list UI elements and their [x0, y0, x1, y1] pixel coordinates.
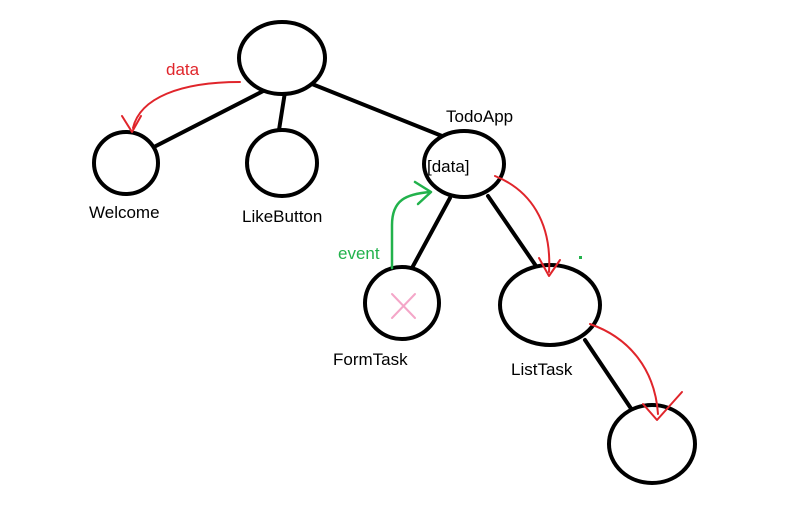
tree-nodes	[92, 20, 697, 485]
data-arrow-todoapp-to-listtask	[494, 175, 551, 273]
data-arrow-listtask-to-leaf	[589, 323, 659, 415]
root-node	[237, 20, 327, 96]
arrowhead-welcome	[121, 115, 142, 133]
event-arrow-formtask-to-todoapp	[390, 190, 432, 270]
todoapp-data-label: [data]	[427, 157, 470, 176]
likebutton-label: LikeButton	[242, 207, 322, 226]
arrowhead-listtask	[538, 257, 561, 277]
green-dot	[579, 256, 582, 259]
leaf-node	[607, 403, 697, 485]
event-label: event	[338, 244, 380, 263]
todoapp-label: TodoApp	[446, 107, 513, 126]
edge-root-welcome	[150, 84, 275, 150]
data-flow-arrows	[121, 81, 683, 421]
cross-mark-icon	[391, 293, 416, 319]
listtask-label: ListTask	[511, 360, 573, 379]
arrowhead-todoapp	[413, 180, 433, 206]
arrowhead-leaf	[642, 391, 683, 421]
welcome-label: Welcome	[89, 203, 160, 222]
data-label: data	[166, 60, 200, 79]
likebutton-node	[245, 128, 319, 198]
todoapp-node	[422, 129, 506, 199]
formtask-label: FormTask	[333, 350, 408, 369]
welcome-node	[92, 130, 160, 196]
edge-todoapp-formtask	[410, 196, 452, 270]
edge-listtask-leaf	[583, 338, 634, 412]
listtask-node	[498, 263, 602, 347]
edge-root-todoapp	[310, 82, 454, 142]
event-flow-arrow	[390, 180, 433, 270]
edge-root-likebutton	[277, 90, 287, 132]
data-arrow-root-to-welcome	[132, 81, 241, 129]
diagram-labels: data Welcome LikeButton TodoApp [data] e…	[89, 60, 573, 379]
edge-todoapp-listtask	[486, 194, 538, 268]
tree-edges	[150, 82, 634, 412]
